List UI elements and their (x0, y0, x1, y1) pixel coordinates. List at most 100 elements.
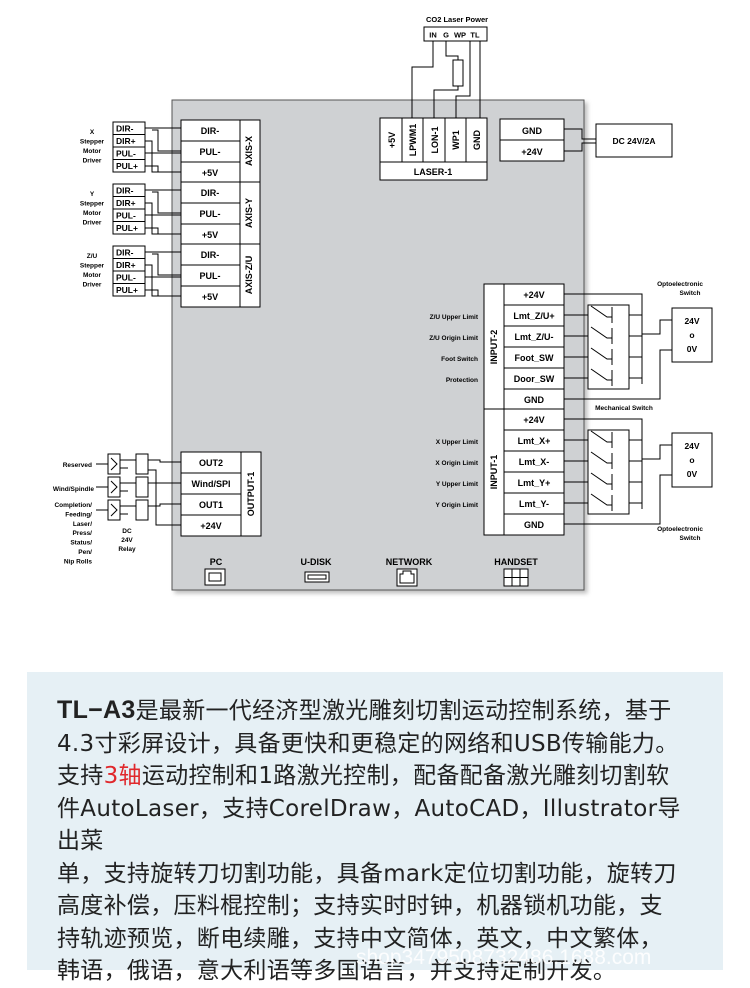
port-pc-label: PC (210, 557, 223, 567)
laser-power-title: CO2 Laser Power (426, 15, 488, 24)
relay-symbol (110, 457, 118, 471)
driver-pin-label: DIR- (116, 248, 134, 258)
desc-line4: 件AutoLaser，支持CorelDraw，AutoCAD，Illustrat… (57, 795, 681, 855)
relay-symbol (110, 503, 118, 517)
laser1-dividers (401, 118, 467, 162)
output-signal-label: Status/ (70, 540, 92, 547)
switch-contact (590, 368, 613, 386)
laser-power-pin: IN (429, 31, 437, 40)
input1-pin-label: Lmt_Y+ (518, 478, 551, 488)
relay-coil (135, 476, 149, 498)
desc-line6: 高度补偿，压料棍控制；支持实时时钟，机器锁机功能，支 (57, 893, 663, 919)
driver-wire (145, 140, 181, 173)
desc-line7: 持轨迹预览，断电续雕，支持中文简体，英文，中文繁体， (57, 925, 663, 952)
port-udisk-label: U-DISK (301, 557, 332, 567)
supply-label: 0V (687, 469, 698, 479)
dc-supply-box (595, 123, 673, 158)
laser-power-pin: TL (470, 31, 480, 40)
supply-wire (632, 474, 672, 525)
relay-contact (107, 476, 121, 498)
opto-switch-label: Optoelectronic (657, 526, 703, 533)
handset-port-icon (503, 568, 529, 587)
supply-label: 24V (684, 316, 699, 326)
axis-pin-label: PUL- (200, 147, 221, 157)
laser-power-terminal (423, 26, 488, 42)
input1-pin-label: +24V (523, 415, 544, 425)
output-signal-label: Laser/ (73, 521, 92, 528)
switch-contact (590, 305, 613, 323)
axis-pin-label: DIR- (201, 250, 220, 260)
driver-wire (152, 129, 181, 152)
relay-common-wire (148, 469, 181, 526)
axis-pin-label: +5V (202, 230, 218, 240)
input2-signal-label: Protection (446, 377, 478, 384)
driver-wire (152, 253, 181, 276)
laser1-pin: LON-1 (430, 127, 440, 154)
supply-box (671, 432, 713, 488)
input1-signal-label: Y Upper Limit (436, 481, 479, 488)
input2-pin-label: Lmt_Z/U+ (513, 311, 554, 321)
inputs-group: INPUT-2+24VLmt_Z/U+Lmt_Z/U-Foot_SWDoor_S… (429, 281, 713, 542)
output-signal-label: Reserved (63, 462, 92, 469)
driver-label: Motor (83, 148, 102, 155)
pc-port-icon (204, 568, 226, 586)
switch-contact (590, 326, 613, 344)
driver-pin-label: PUL+ (116, 223, 138, 233)
driver-pin-label: PUL+ (116, 161, 138, 171)
input2-signal-label: Z/U Upper Limit (430, 314, 479, 321)
relay-wire (148, 503, 181, 507)
input1-signal-label: X Origin Limit (435, 460, 478, 467)
watermark: shop3479508732486.1688.com (356, 946, 652, 969)
axis-label: AXIS-X (244, 136, 254, 166)
output-signal-label: Completion/ (54, 502, 92, 509)
axis-pin-label: +5V (202, 292, 218, 302)
power-in-pin: +24V (521, 147, 542, 157)
switch-contact (590, 493, 613, 511)
wiring-diagram: CO2 Laser Power IN G WP TL +5V LPWM1 LON… (53, 15, 713, 591)
driver-label: Stepper (80, 201, 105, 208)
axes-group: DIR- PUL- +5V AXIS-X DIR- DIR+ PUL- PUL+ X Steppe… (80, 119, 261, 308)
output-group: OUT2Wind/SPIOUT1+24VOUTPUT-1ReservedWind… (53, 451, 262, 565)
desc-line5: 单，支持旋转刀切割功能，具备mark定位切割功能，旋转刀 (57, 860, 677, 887)
laser1-pin: GND (472, 130, 482, 151)
driver-pin-label: DIR+ (116, 136, 136, 146)
driver-pin-label: PUL+ (116, 285, 138, 295)
input2-label: INPUT-2 (489, 330, 499, 365)
switch-contact (590, 472, 613, 490)
opto-switch-label: Switch (680, 290, 701, 297)
output-signal-label: Press/ (72, 530, 92, 537)
driver-wire (145, 165, 159, 172)
driver-label: Stepper (80, 263, 105, 270)
input2-pin-label: +24V (523, 290, 544, 300)
input2-signal-label: Z/U Origin Limit (429, 335, 479, 342)
driver-pin-label: DIR- (116, 124, 134, 134)
axis-label: AXIS-Z/U (244, 256, 254, 295)
supply-label: o (689, 330, 694, 340)
input2-pin-label: Lmt_Z/U- (515, 332, 554, 342)
driver-label: Motor (83, 272, 102, 279)
relay-contact (107, 453, 121, 475)
supply-label: o (689, 455, 694, 465)
switch-contact (590, 451, 613, 469)
power-in-wires (564, 128, 596, 152)
supply-box (671, 307, 713, 363)
driver-wire (145, 289, 159, 296)
switch-box (587, 304, 630, 390)
laser1-pin: LPWM1 (408, 124, 418, 157)
input1-pin-label: Lmt_X+ (518, 436, 551, 446)
switch-box (587, 429, 630, 515)
driver-wire (145, 264, 181, 297)
relay-wire (120, 505, 136, 515)
driver-label: X (90, 129, 95, 136)
output-label: OUTPUT-1 (246, 472, 256, 517)
desc-line1: 是最新一代经济型激光雕刻切割运动控制系统，基于 (135, 698, 672, 724)
laser1-pin: WP1 (451, 130, 461, 150)
desc-line3a: 支持 (57, 763, 104, 789)
axis-pin-label: PUL- (200, 209, 221, 219)
opto-switch-label: Optoelectronic (657, 281, 703, 288)
axis-pin-label: DIR- (201, 126, 220, 136)
output-pin-label: Wind/SPI (192, 479, 231, 489)
input1-pin-label: Lmt_X- (519, 457, 550, 467)
relay-label: Relay (118, 546, 136, 553)
axis-connector (180, 243, 261, 308)
